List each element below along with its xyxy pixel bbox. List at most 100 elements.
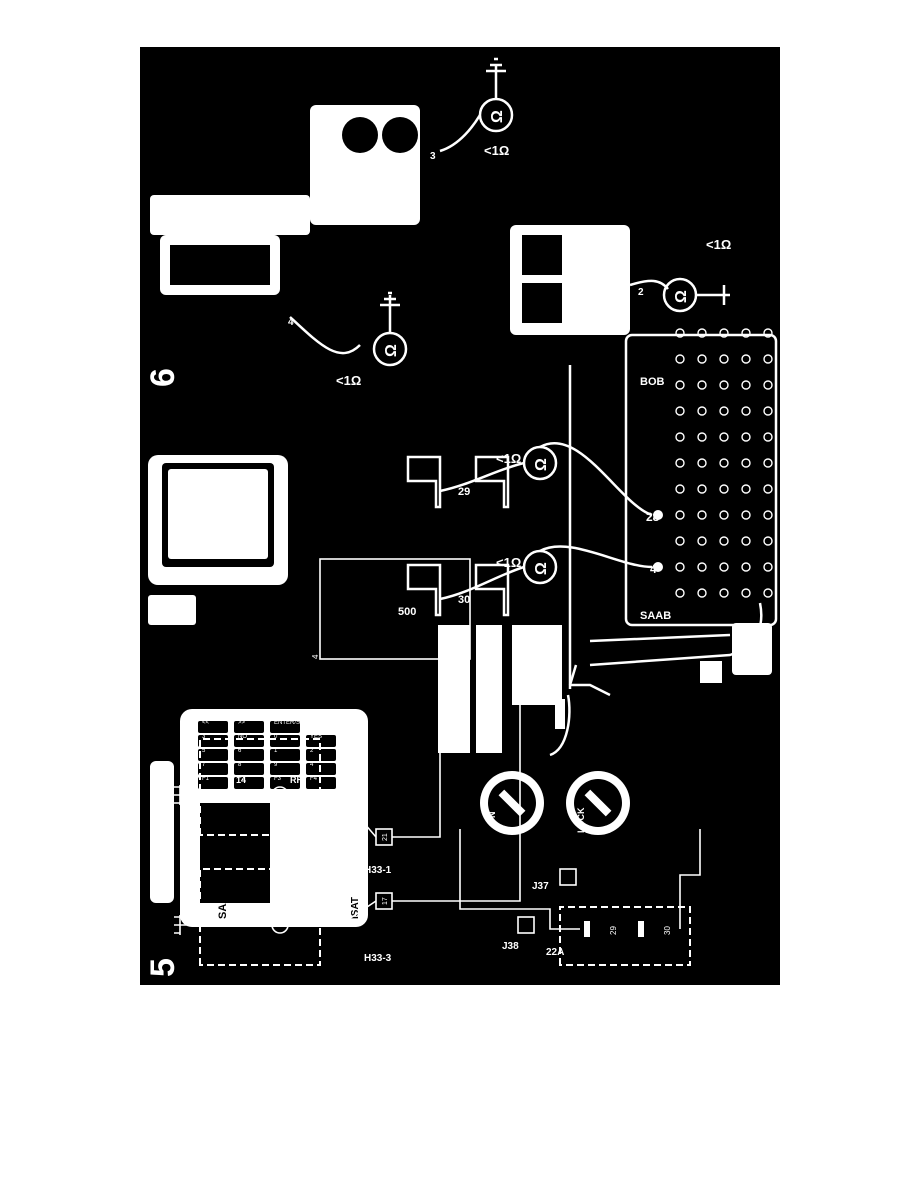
tester-key bbox=[198, 721, 228, 733]
tester-key bbox=[234, 777, 264, 789]
j38-label: J38 bbox=[502, 941, 519, 952]
bob-pin-hole bbox=[763, 484, 773, 494]
ohm-symbol: Ω bbox=[533, 562, 550, 575]
tester-key-label: F1 bbox=[202, 776, 210, 782]
fig6-connector-2: 2 Ω <1Ω bbox=[510, 225, 731, 335]
tester-key-label: 4 bbox=[310, 762, 314, 768]
lamp-rh-housing bbox=[199, 738, 321, 836]
bob-pin-hole bbox=[675, 432, 685, 442]
bob-pin-hole bbox=[763, 536, 773, 546]
bob-pin-hole bbox=[741, 510, 751, 520]
tester-key-label: 2 bbox=[310, 748, 314, 754]
tester-key bbox=[270, 749, 300, 761]
module-500 bbox=[319, 558, 471, 660]
tester-key-label: 8 bbox=[238, 762, 242, 768]
figure-5-number: 5 bbox=[144, 958, 182, 977]
bob-pin-hole bbox=[763, 380, 773, 390]
bob-pin-hole bbox=[675, 536, 685, 546]
bob-pin-4-dot bbox=[653, 562, 663, 572]
bob-pin-grid bbox=[675, 328, 773, 598]
bob-pin-hole bbox=[719, 588, 729, 598]
relay-pin-29: 29 bbox=[609, 926, 618, 935]
lamp-rh-num: 14 bbox=[236, 775, 246, 785]
bob-pin-hole bbox=[719, 328, 729, 338]
wiring-schematic: 500 4 28 27 3 22A 29 30 J37 J38 17 H33-3… bbox=[174, 558, 701, 966]
break-out-box: SAAB BOB 4 28 bbox=[624, 328, 778, 675]
bob-pin-hole bbox=[675, 328, 685, 338]
tester-key-label: >> bbox=[238, 720, 246, 726]
bob-brand: SAAB bbox=[640, 610, 671, 622]
module-pin-4: 4 bbox=[311, 654, 320, 659]
bob-pin-hole bbox=[697, 354, 707, 364]
connector-pin-29: 29 bbox=[458, 486, 470, 498]
bob-pin-hole bbox=[741, 536, 751, 546]
bob-pin-hole bbox=[719, 406, 729, 416]
tester-key bbox=[234, 721, 264, 733]
bob-pin-hole bbox=[675, 354, 685, 364]
bob-pin-hole bbox=[675, 406, 685, 416]
bob-pin-hole bbox=[719, 510, 729, 520]
tester-key bbox=[234, 749, 264, 761]
bob-pin-hole bbox=[697, 484, 707, 494]
meter-reading: <1Ω bbox=[496, 555, 521, 570]
bob-pin-hole bbox=[763, 432, 773, 442]
bob-pin-hole bbox=[697, 588, 707, 598]
bob-pin-hole bbox=[719, 380, 729, 390]
h33-3-pin: 17 bbox=[382, 897, 389, 905]
bob-pin-hole bbox=[719, 432, 729, 442]
conn6-pin-3: 3 bbox=[430, 151, 436, 162]
bob-pin-hole bbox=[719, 536, 729, 546]
lock-label: LOCK bbox=[576, 807, 586, 833]
relay-pin-30: 30 bbox=[663, 926, 672, 935]
bob-pin-hole bbox=[741, 562, 751, 572]
bob-pin-hole bbox=[719, 458, 729, 468]
bob-pin-hole bbox=[697, 562, 707, 572]
connector-29-test: 29 Ω <1Ω bbox=[406, 442, 653, 517]
relay-22a bbox=[559, 906, 691, 966]
bob-pin-hole bbox=[697, 328, 707, 338]
wiring-harness bbox=[438, 365, 763, 757]
module-pin-27: 27 bbox=[547, 636, 556, 645]
module-pin-3: 3 bbox=[551, 630, 560, 635]
bob-pin-hole bbox=[675, 588, 685, 598]
bob-pin-hole bbox=[741, 354, 751, 364]
bob-pin-hole bbox=[675, 562, 685, 572]
tester-key bbox=[198, 777, 228, 789]
tester-key bbox=[198, 749, 228, 761]
meter-reading: <1Ω bbox=[484, 143, 509, 158]
tester-top-strip bbox=[150, 761, 174, 903]
fig6-connector-3: 3 Ω <1Ω bbox=[310, 57, 514, 225]
tester-key-label: 0 bbox=[274, 734, 278, 740]
on-label: ON bbox=[487, 812, 497, 826]
conn6-pin-4: 4 bbox=[288, 317, 294, 328]
bob-pin-hole bbox=[741, 588, 751, 598]
bob-pin-hole bbox=[763, 328, 773, 338]
tester-key-label: ENTER/STOP bbox=[274, 720, 312, 726]
lamp-lh-num: 14 bbox=[236, 905, 246, 915]
lamp-lh-housing bbox=[199, 868, 321, 966]
tester-key-label: YES bbox=[310, 734, 322, 740]
bob-pin-hole bbox=[675, 510, 685, 520]
ignition-switch-lock: LOCK bbox=[566, 771, 630, 835]
bob-pin-hole bbox=[697, 380, 707, 390]
ohm-symbol: Ω bbox=[673, 290, 690, 303]
bob-pin-hole bbox=[763, 458, 773, 468]
tester-key bbox=[198, 763, 228, 775]
meter-reading: <1Ω bbox=[336, 373, 361, 388]
lamp-rh-label: RH bbox=[290, 775, 303, 785]
bob-pin-hole bbox=[719, 354, 729, 364]
figure-6-number: 6 bbox=[144, 368, 182, 387]
tester-key-label: F4 bbox=[310, 776, 318, 782]
tester-key bbox=[270, 763, 300, 775]
conn6-pin-2: 2 bbox=[638, 287, 644, 298]
tester-key-label: 9 bbox=[274, 762, 278, 768]
ohm-symbol: Ω bbox=[383, 344, 400, 357]
tester-key-label: NO bbox=[238, 734, 247, 740]
fig6-connector-4: 4 Ω <1Ω bbox=[150, 195, 408, 388]
j37-label: J37 bbox=[532, 881, 549, 892]
j37-box bbox=[559, 868, 577, 886]
